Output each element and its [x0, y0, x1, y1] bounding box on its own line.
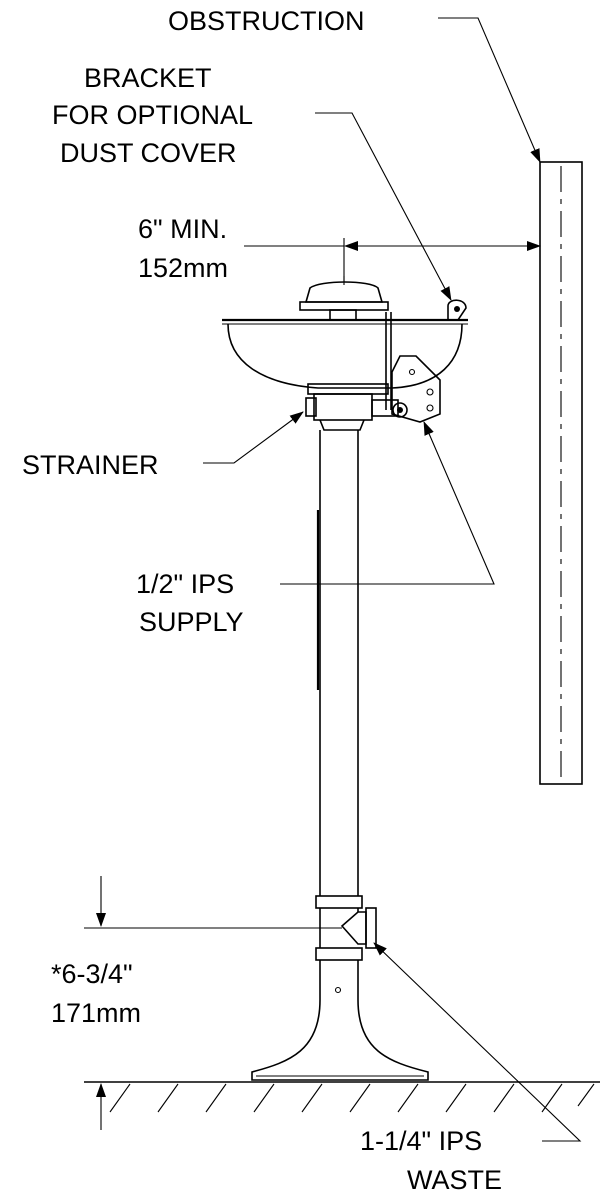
obstruction-leader — [438, 17, 541, 163]
supply-leader — [280, 421, 495, 585]
waste-height-inches-label: *6-3/4" — [51, 959, 133, 989]
obstruction-wall — [539, 161, 583, 785]
waste-label-line2: WASTE — [407, 1165, 502, 1195]
strainer-label: STRAINER — [22, 450, 159, 480]
supply-label-line1: 1/2" IPS — [136, 569, 234, 599]
strainer-leader — [203, 411, 304, 464]
waste-label-line1: 1-1/4" IPS — [360, 1126, 482, 1156]
eyewash-bowl — [222, 318, 468, 395]
waste-height-mm-label: 171mm — [51, 998, 141, 1028]
pedestal-base — [251, 999, 429, 1081]
pedestal-pipe — [316, 430, 359, 896]
waste-height-dimension — [84, 876, 342, 1130]
clearance-mm-label: 152mm — [138, 253, 228, 283]
actuator-handle — [385, 312, 441, 423]
bracket-label-line2: FOR OPTIONAL — [52, 100, 253, 130]
obstruction-label: OBSTRUCTION — [168, 6, 365, 36]
spray-head — [299, 276, 389, 321]
valve-assembly — [305, 393, 408, 431]
floor — [84, 1081, 600, 1113]
clearance-inches-label: 6" MIN. — [138, 214, 227, 244]
bracket-label-line3: DUST COVER — [60, 138, 237, 168]
waste-tee — [315, 895, 377, 1000]
clearance-dimension — [244, 238, 541, 285]
bracket-leader — [315, 112, 452, 301]
dust-cover-bracket — [447, 299, 467, 321]
waste-leader — [373, 942, 582, 1142]
supply-label-line2: SUPPLY — [139, 607, 244, 637]
bracket-label-line1: BRACKET — [84, 63, 212, 93]
